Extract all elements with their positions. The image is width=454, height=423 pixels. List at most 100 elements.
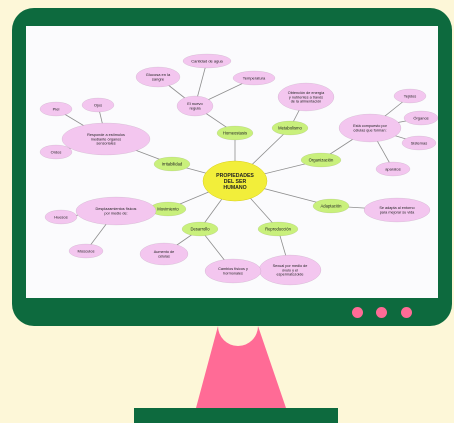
node-ojos: Ojos: [81, 97, 115, 113]
node-shape-obtencion: [277, 82, 335, 112]
node-homeostasis: Homeostasis: [216, 125, 254, 141]
node-label-reproduccion: Reproducción: [265, 226, 292, 231]
node-label-piel: Piel: [53, 106, 60, 111]
node-label-desplazamientos: Desplazamientos físicos: [96, 207, 137, 211]
node-temperatura: Temperatura: [232, 70, 276, 86]
node-shape-tejidos: [393, 88, 427, 104]
node-piel: Piel: [39, 101, 73, 117]
node-shape-reproduccion: [257, 221, 299, 237]
node-shape-piel: [39, 101, 73, 117]
node-irritabilidad: Irritabilidad: [153, 156, 191, 172]
node-label-aumento: Aumento de: [154, 250, 174, 254]
monitor-led-3: [401, 307, 412, 318]
node-oidos: Oídos: [39, 144, 73, 160]
node-reproduccion: Reproducción: [257, 221, 299, 237]
node-shape-huesos: [44, 209, 78, 225]
node-label-center: DEL SER: [224, 179, 247, 185]
node-shape-responde: [61, 122, 151, 156]
node-label-sistemas: Sistemas: [411, 140, 427, 145]
node-label-obtencion: y nutrientes a través: [289, 95, 323, 99]
node-shape-cambios: [204, 258, 262, 284]
node-shape-glucosa: [135, 66, 181, 88]
node-huesos: Huesos: [44, 209, 78, 225]
node-label-metabolismo: Metabolismo: [278, 125, 302, 130]
node-label-oidos: Oídos: [51, 149, 62, 154]
node-sistemas: Sistemas: [401, 135, 437, 151]
node-shape-adapta: [363, 197, 431, 223]
node-label-compuesto: células que forman:: [353, 129, 386, 133]
node-tejidos: Tejidos: [393, 88, 427, 104]
monitor-led-1: [352, 307, 363, 318]
node-label-movimiento: Movimiento: [157, 206, 179, 211]
node-label-cantidad-agua: Cantidad de agua: [191, 58, 223, 63]
node-label-responde: Responde a estímulos: [87, 133, 125, 137]
node-cantidad-agua: Cantidad de agua: [182, 53, 232, 69]
monitor-led-2: [376, 307, 387, 318]
node-adaptacion: Adaptación: [312, 198, 350, 214]
node-label-adapta: Se adapta al entorno: [379, 206, 414, 210]
node-label-irritabilidad: Irritabilidad: [162, 161, 183, 166]
node-shape-musculos: [68, 243, 104, 259]
node-label-adaptacion: Adaptación: [321, 203, 343, 208]
node-label-el-nuevo-regula: regula: [189, 106, 201, 111]
node-label-center: PROPIEDADES: [216, 173, 254, 179]
node-label-desarrollo: Desarrollo: [190, 226, 210, 231]
node-shape-center: [202, 160, 268, 202]
node-metabolismo: Metabolismo: [271, 120, 309, 136]
node-label-tejidos: Tejidos: [404, 93, 416, 98]
node-shape-organizacion: [300, 152, 342, 168]
node-label-temperatura: Temperatura: [243, 75, 266, 80]
node-label-responde: mediante órganos: [91, 137, 121, 141]
node-label-huesos: Huesos: [54, 214, 68, 219]
node-shape-homeostasis: [216, 125, 254, 141]
node-label-center: HUMANO: [223, 185, 246, 191]
node-label-glucosa: Glucosa en la: [146, 72, 171, 77]
monitor-base: [134, 408, 338, 423]
node-label-ojos: Ojos: [94, 102, 102, 107]
node-shape-irritabilidad: [153, 156, 191, 172]
node-label-cambios: hormonales: [223, 272, 243, 276]
node-label-glucosa: sangre: [152, 77, 165, 82]
node-organos: Órganos: [403, 110, 438, 126]
node-label-sexual: espermatozoide: [276, 273, 303, 277]
node-shape-desplazamientos: [75, 196, 157, 226]
node-shape-adaptacion: [312, 198, 350, 214]
node-desarrollo: Desarrollo: [181, 221, 219, 237]
node-label-musculos: Músculos: [78, 248, 95, 253]
node-shape-desarrollo: [181, 221, 219, 237]
node-label-responde: sensoriales: [96, 142, 115, 146]
node-shape-aumento: [139, 242, 189, 266]
node-label-cambios: Cambios físicos y: [218, 267, 248, 271]
node-label-sexual: óvulo y el: [282, 268, 298, 272]
node-shape-el-nuevo-regula: [176, 95, 214, 117]
node-shape-compuesto: [338, 113, 402, 143]
node-label-adapta: para mejorar su vida: [380, 211, 415, 215]
node-label-aumento: células: [158, 255, 170, 259]
node-label-el-nuevo-regula: El nuevo: [187, 101, 203, 106]
node-label-organizacion: Organización: [309, 157, 334, 162]
node-shape-sistemas: [401, 135, 437, 151]
node-shape-aparatos: [375, 161, 411, 177]
node-label-compuesto: Está compuesto por: [353, 124, 388, 128]
node-shape-oidos: [39, 144, 73, 160]
node-label-homeostasis: Homeostasis: [223, 130, 247, 135]
node-label-aparatos: aparatos: [385, 166, 401, 171]
node-label-organos: Órganos: [413, 115, 428, 120]
node-shape-cantidad-agua: [182, 53, 232, 69]
node-organizacion: Organización: [300, 152, 342, 168]
